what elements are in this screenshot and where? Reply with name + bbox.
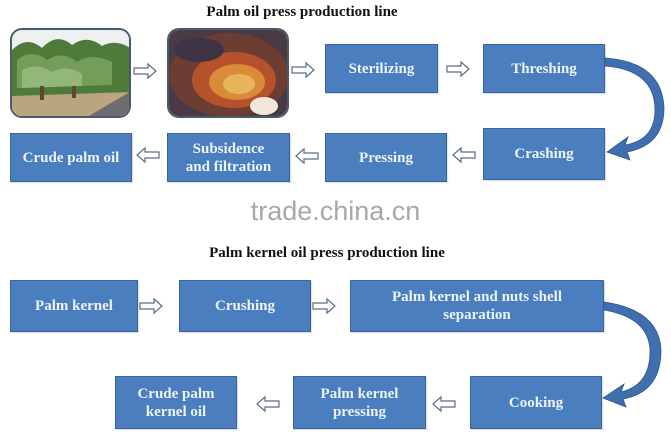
- step-label: Crashing: [514, 146, 574, 162]
- step-label: Crushing: [214, 298, 276, 314]
- arrow-right-icon: [291, 62, 315, 78]
- arrow-left-icon: [256, 396, 280, 412]
- step-label: Sterilizing: [348, 60, 415, 77]
- step-label-line1: Crude palm: [137, 385, 215, 402]
- step-palm-kernel: Palm kernel: [10, 280, 138, 332]
- step-crushing: Crushing: [179, 280, 311, 332]
- step-threshing: Threshing: [483, 44, 605, 93]
- section2-title: Palm kernel oil press production line: [209, 245, 445, 261]
- step-label: Threshing: [511, 60, 577, 77]
- step-cooking: Cooking: [470, 376, 602, 429]
- arrow-right-icon: [312, 298, 336, 314]
- palm-plantation-photo: [10, 28, 131, 118]
- watermark: trade.china.cn: [250, 196, 421, 226]
- arrow-left-icon: [432, 396, 456, 412]
- curved-arrow-icon: [602, 301, 662, 408]
- step-label-line2: separation: [443, 307, 511, 323]
- step-sterilizing: Sterilizing: [325, 44, 438, 93]
- step-label: Crude palm oil: [22, 149, 120, 166]
- arrow-right-icon: [139, 298, 163, 314]
- palm-fruit-bunch-photo: [167, 28, 289, 118]
- arrow-left-icon: [295, 148, 319, 164]
- step-label: Cooking: [508, 394, 564, 411]
- step-crashing: Crashing: [483, 128, 605, 180]
- arrow-left-icon: [136, 147, 160, 163]
- arrow-right-icon: [133, 63, 157, 79]
- step-label-line2: pressing: [332, 403, 387, 420]
- section1-title: Palm oil press production line: [206, 4, 398, 20]
- curved-arrow-icon: [604, 57, 665, 161]
- step-label-line2: kernel oil: [145, 403, 207, 420]
- step-label-line1: Subsidence: [192, 140, 265, 157]
- step-subsidence-filtration: Subsidence and filtration: [167, 133, 290, 182]
- step-kernel-shell-separation: Palm kernel and nuts shell separation: [350, 280, 604, 332]
- palm-plantation-image: [12, 30, 129, 116]
- step-crude-palm-oil: Crude palm oil: [10, 133, 132, 182]
- step-palm-kernel-pressing: Palm kernel pressing: [293, 376, 426, 429]
- step-label-line1: Palm kernel: [320, 385, 399, 402]
- step-crude-palm-kernel-oil: Crude palm kernel oil: [115, 376, 237, 429]
- step-label: Pressing: [359, 149, 413, 166]
- arrow-left-icon: [452, 147, 476, 163]
- palm-fruit-image: [169, 30, 287, 116]
- step-label-line2: and filtration: [185, 158, 272, 175]
- step-label: Palm kernel: [35, 298, 113, 314]
- step-label-line1: Palm kernel and nuts shell: [391, 289, 563, 305]
- step-pressing: Pressing: [325, 133, 447, 182]
- arrow-right-icon: [446, 61, 470, 77]
